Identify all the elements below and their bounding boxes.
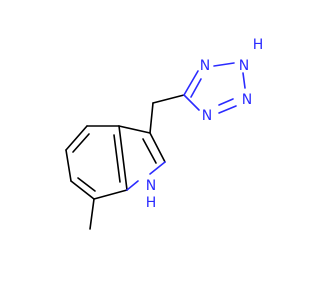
bond-c3-ch2 xyxy=(149,102,154,134)
bond-n3-n4-inner xyxy=(218,98,234,106)
bond-c7a-c3a-outer xyxy=(118,125,128,191)
bond-c4-c5-outer xyxy=(65,125,88,151)
bond-c7-c7a xyxy=(93,189,128,200)
bond-n4-c5tet xyxy=(183,94,200,111)
atom-indole-nh-hydrogen: H xyxy=(146,195,157,211)
bond-n2-n3 xyxy=(242,72,246,89)
atom-tetrazole-n4: N xyxy=(202,108,212,124)
atom-tetrazole-nh: N xyxy=(239,58,249,74)
bond-c7-methyl xyxy=(89,198,95,230)
bond-c7a-c3a-inner xyxy=(113,134,121,183)
bond-c3-c2-outer xyxy=(149,132,166,163)
bond-c3-c2-inner xyxy=(142,138,157,164)
bond-c5tet-n1-inner xyxy=(190,78,202,98)
bond-c2-n1 xyxy=(149,161,166,175)
bond-c6-c7-outer xyxy=(70,180,95,200)
bond-ch2-c5tet xyxy=(152,94,185,104)
bond-c5tet-n1-outer xyxy=(183,70,199,96)
atom-tetrazole-n1: N xyxy=(200,58,210,74)
bond-n1-c7a xyxy=(126,180,139,191)
bond-c6-c7-inner xyxy=(77,177,96,192)
molecule-structure-canvas: N N H N N N H xyxy=(65,37,264,230)
atom-tetrazole-n3: N xyxy=(242,92,252,108)
bond-n1-n2 xyxy=(213,62,235,67)
atom-indole-n: N xyxy=(146,178,156,194)
bond-n3-n4-outer xyxy=(218,105,237,114)
atom-tetrazole-nh-hydrogen: H xyxy=(253,37,264,53)
bond-c5-c6 xyxy=(65,149,72,182)
bond-c3a-c3 xyxy=(118,125,151,134)
bond-c4-c5-inner xyxy=(72,133,90,153)
